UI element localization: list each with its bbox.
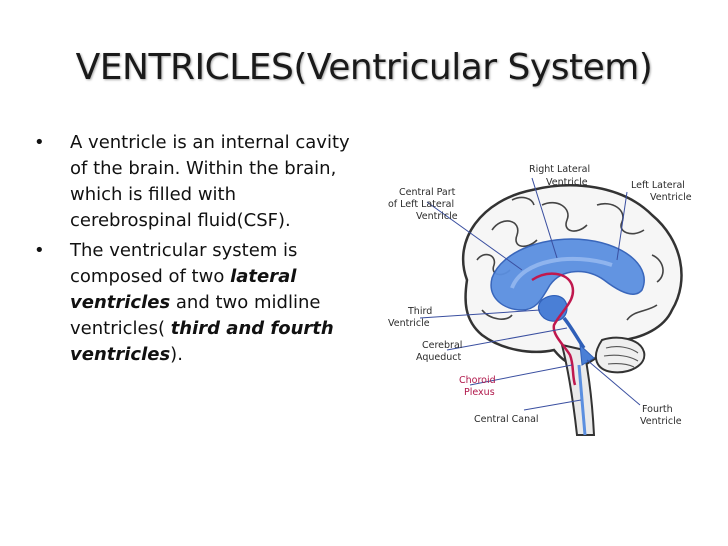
- bullet-marker: •: [34, 132, 45, 153]
- slide-title: VENTRICLES(Ventricular System): [75, 47, 653, 88]
- label-third-ventricle: Third: [407, 306, 432, 317]
- label-left-lateral-ventricle-2: Ventricle: [650, 192, 692, 203]
- bullet-text: A ventricle is an internal cavity of the…: [70, 132, 350, 231]
- bullet-marker: •: [34, 240, 45, 261]
- label-right-lateral-ventricle-2: Ventricle: [546, 177, 588, 188]
- third-ventricle: [537, 294, 568, 322]
- bullet-item-2: • The ventricular system is composed of …: [28, 238, 358, 368]
- brain-folds: [476, 196, 664, 321]
- label-choroid-plexus-2: Plexus: [464, 387, 495, 398]
- brain-ventricles-diagram: Right Lateral Ventricle Left Lateral Ven…: [388, 164, 692, 436]
- label-cerebral-aqueduct-2: Aqueduct: [416, 352, 462, 363]
- cerebral-aqueduct: [562, 316, 586, 350]
- bullet-text-part: and two midline ventricles(: [70, 292, 321, 339]
- central-canal: [577, 364, 587, 436]
- bullet-item-1: • A ventricle is an internal cavity of t…: [28, 130, 358, 234]
- bullet-text-part: ).: [170, 344, 183, 365]
- pointer-lines: [419, 177, 641, 411]
- bullet-emphasis-lateral: lateral ventricles: [70, 266, 297, 313]
- label-central-part-3: Ventricle: [416, 211, 458, 222]
- bullet-list: • A ventricle is an internal cavity of t…: [28, 130, 358, 372]
- label-central-part-2: of Left Lateral: [388, 199, 454, 210]
- label-left-lateral-ventricle: Left Lateral: [631, 180, 685, 191]
- label-right-lateral-ventricle: Right Lateral: [529, 164, 590, 175]
- label-central-part: Central Part: [399, 187, 456, 198]
- label-third-ventricle-2: Ventricle: [388, 318, 430, 329]
- bullet-text-part: The ventricular system is composed of tw…: [70, 240, 298, 287]
- label-choroid-plexus: Choroid: [459, 375, 496, 386]
- label-cerebral-aqueduct: Cerebral: [422, 340, 462, 351]
- label-fourth-ventricle-2: Ventricle: [640, 416, 682, 427]
- label-fourth-ventricle: Fourth: [642, 404, 673, 415]
- choroid-plexus: [531, 272, 577, 386]
- bullet-emphasis-third-fourth: third and fourth ventricles: [70, 318, 334, 365]
- label-central-canal: Central Canal: [474, 414, 539, 425]
- lateral-ventricle: [490, 238, 645, 311]
